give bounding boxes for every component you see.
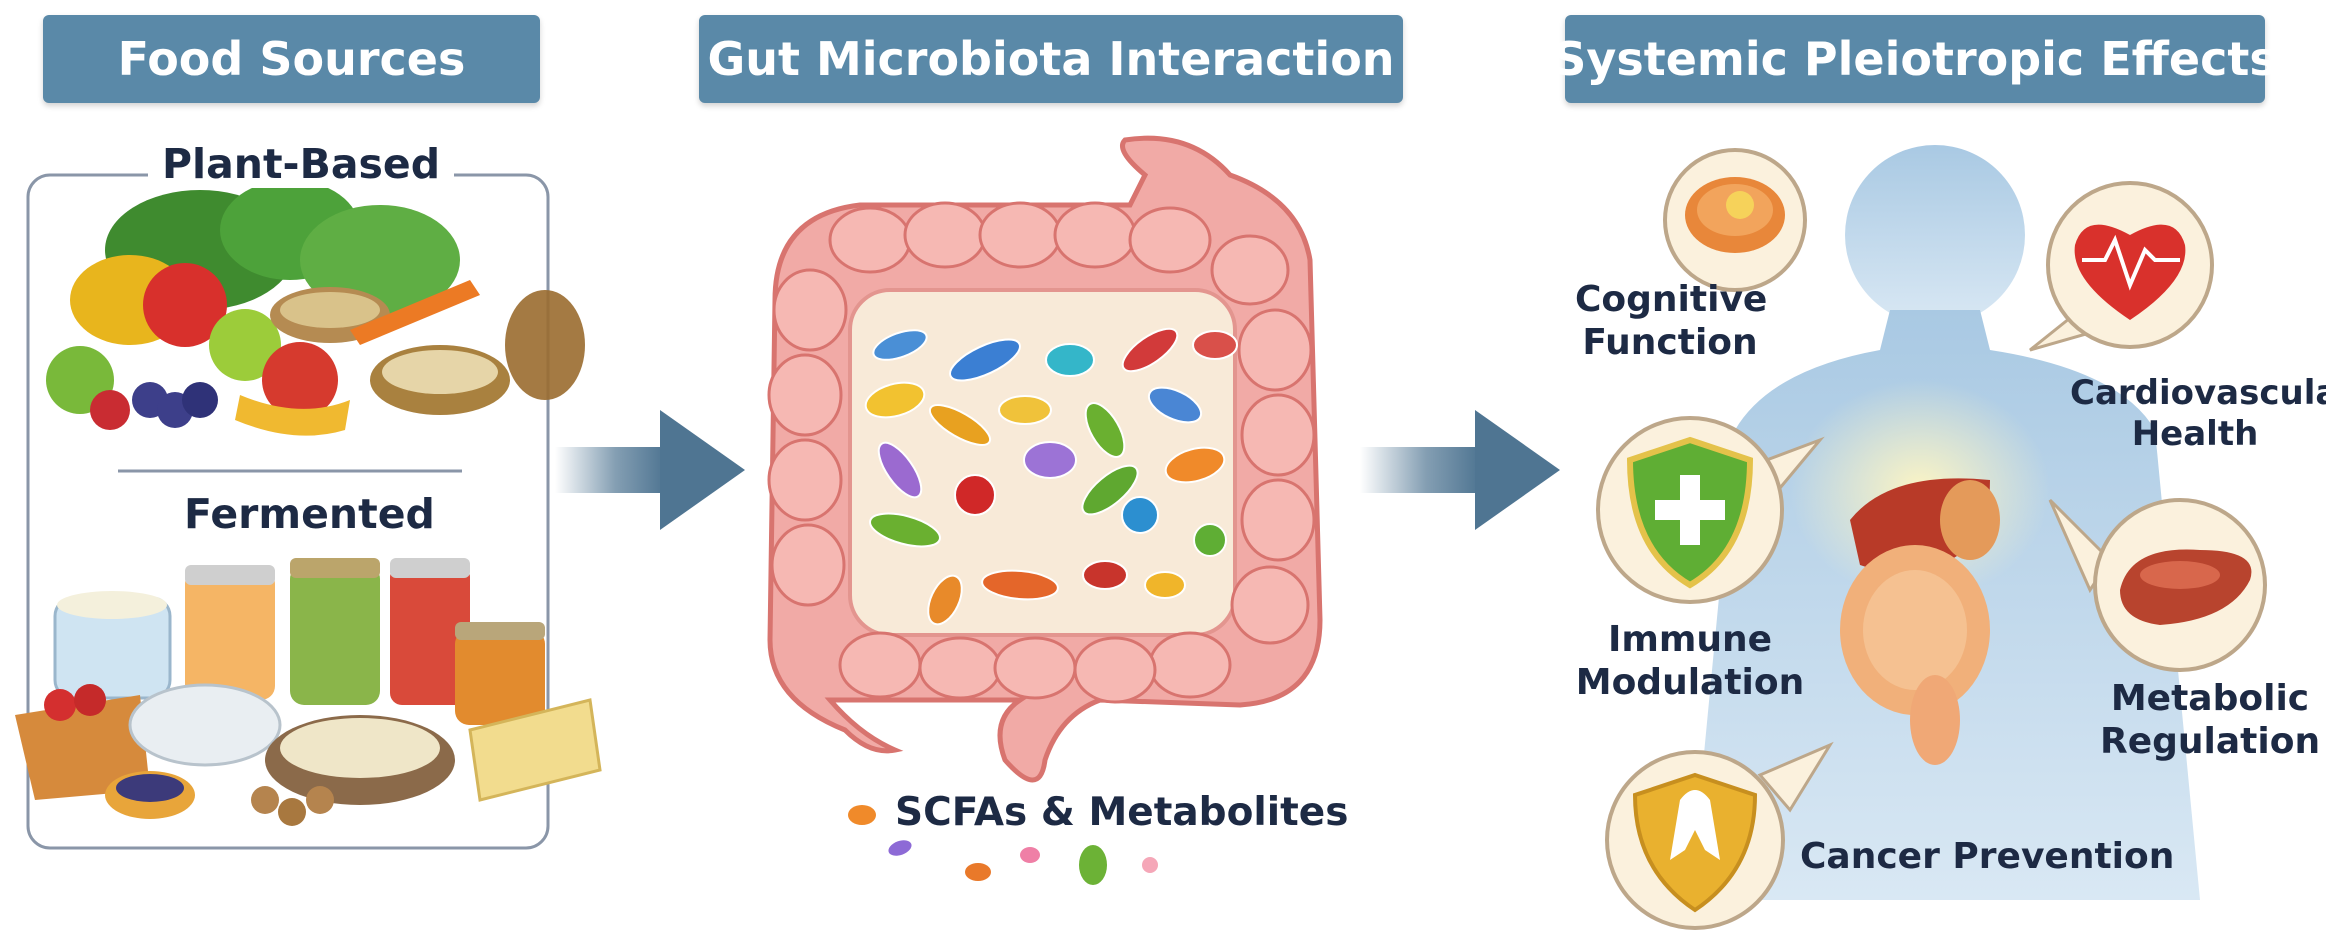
metabolic-regulation-label: Metabolic Regulation: [2100, 678, 2321, 763]
header-systemic-effects-text: Systemic Pleiotropic Effects: [1553, 32, 2277, 86]
cognitive-badge-illustration: [1663, 148, 1807, 292]
plant-based-label: Plant-Based: [148, 140, 455, 188]
cancer-badge-illustration: [1605, 741, 1834, 930]
header-food-sources: Food Sources: [43, 15, 540, 103]
cardio-badge-illustration: [2029, 181, 2214, 352]
fermented-label: Fermented: [170, 490, 449, 538]
arrow-gut-to-effects: [1360, 410, 1560, 530]
metabolic-badge-illustration: [2048, 498, 2267, 672]
fermented-foods-illustration: [15, 558, 602, 826]
intestine-illustration: [767, 135, 1323, 885]
arrow-food-to-gut: [555, 410, 745, 530]
cognitive-function-label: Cognitive Function: [1575, 279, 1768, 364]
scfa-metabolites-label: SCFAs & Metabolites: [895, 790, 1349, 835]
immune-badge-illustration: [1596, 416, 1825, 604]
cardiovascular-health-label: Cardiovascular Health: [2070, 373, 2326, 454]
header-systemic-effects: Systemic Pleiotropic Effects: [1553, 15, 2277, 103]
header-gut-microbiota: Gut Microbiota Interaction: [699, 15, 1403, 103]
plant-foods-illustration: [46, 180, 585, 436]
header-gut-microbiota-text: Gut Microbiota Interaction: [707, 32, 1395, 86]
immune-modulation-label: Immune Modulation: [1575, 619, 1805, 704]
cancer-prevention-label: Cancer Prevention: [1800, 836, 2175, 877]
header-food-sources-text: Food Sources: [117, 32, 466, 86]
